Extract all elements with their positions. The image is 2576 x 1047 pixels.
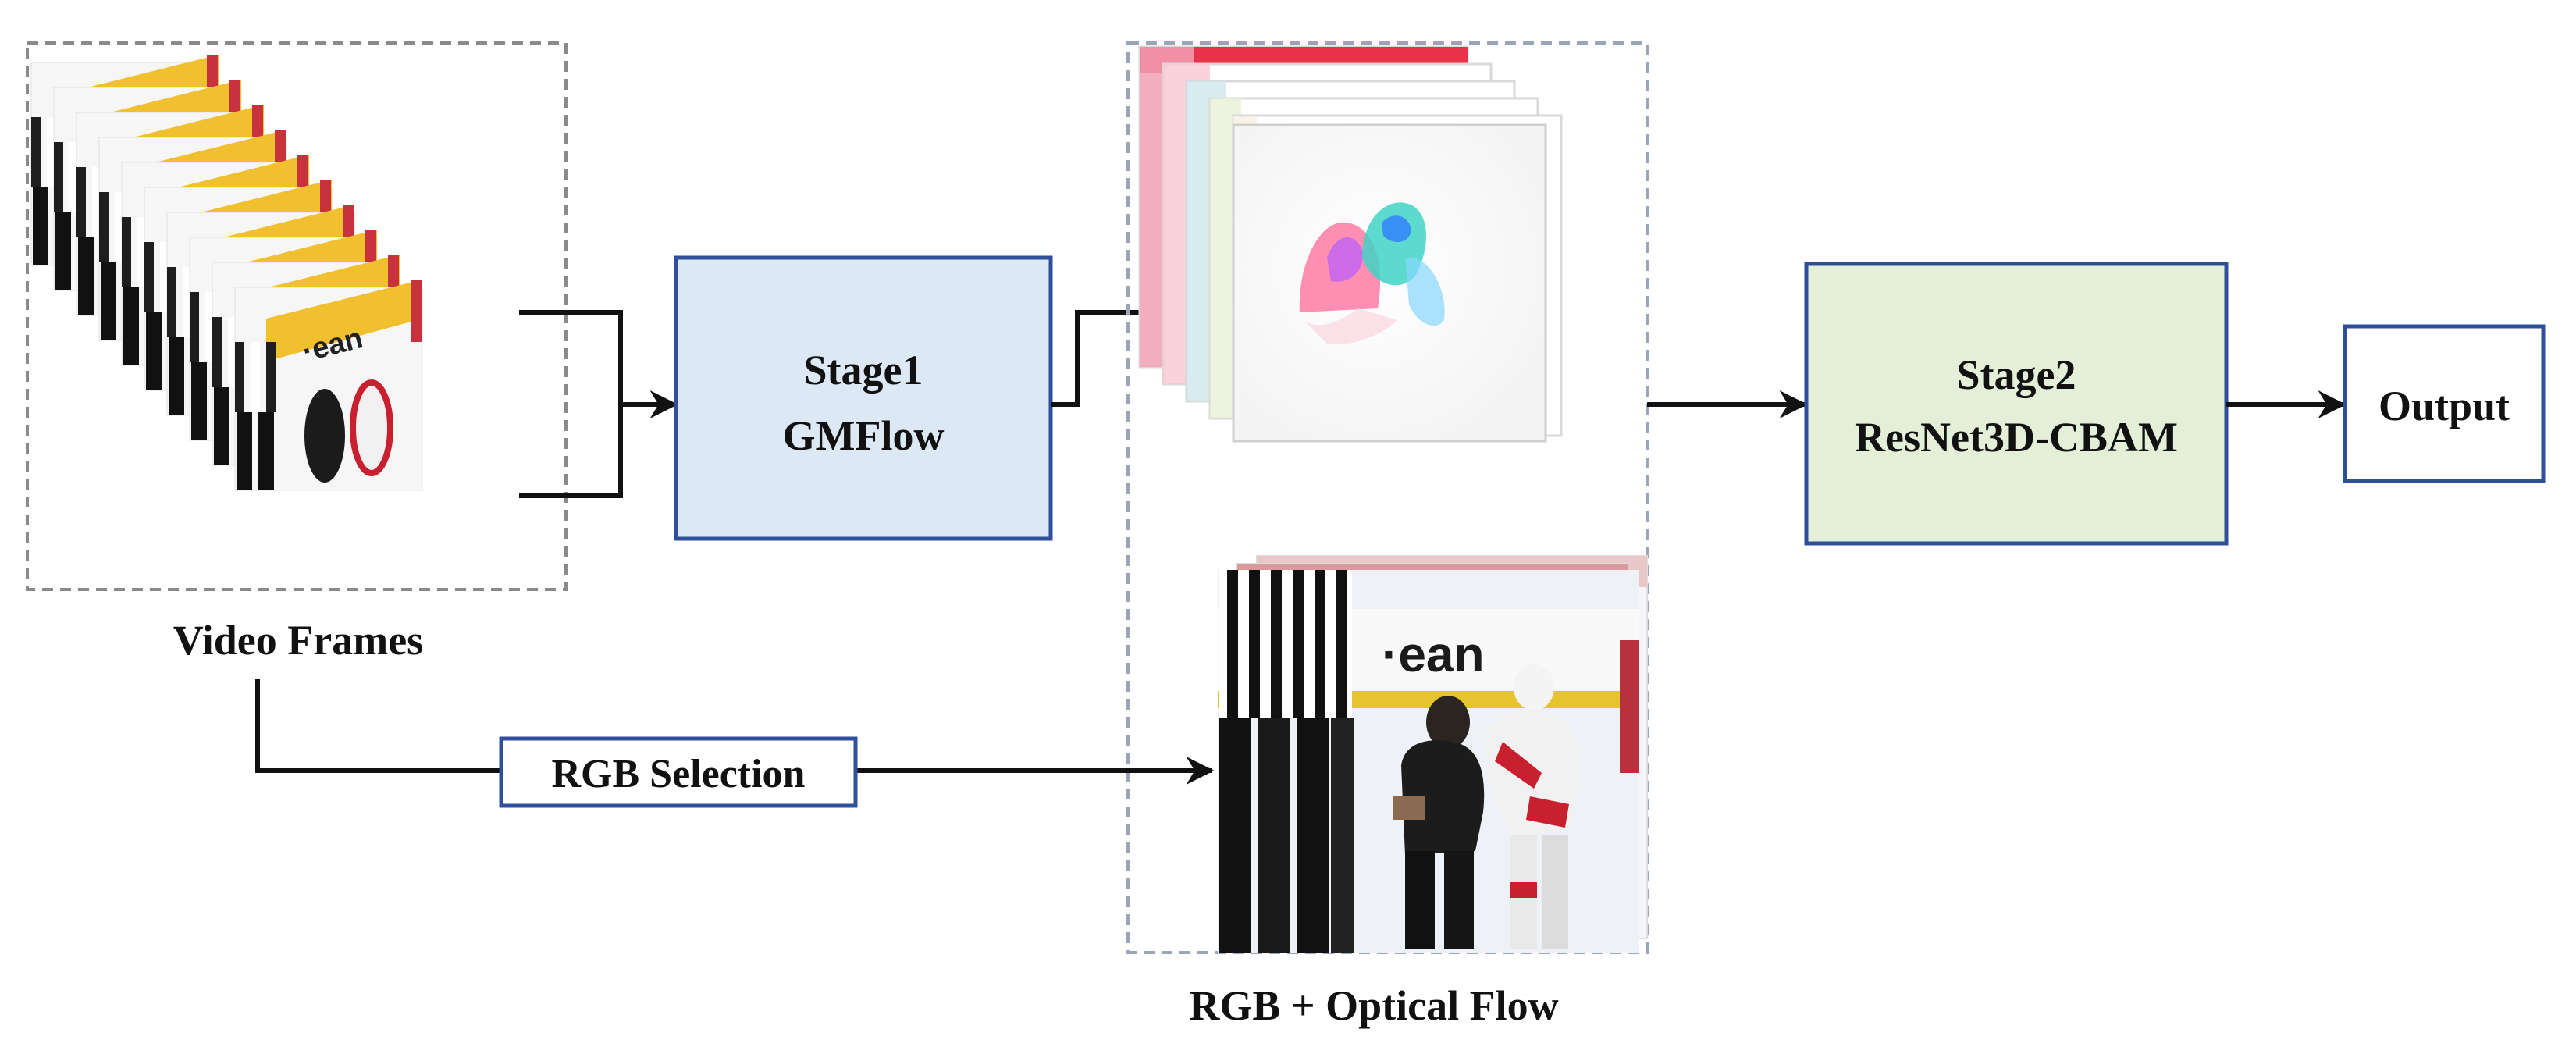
rgb-optical-flow-group: ·ean xyxy=(1126,41,1649,954)
video-frame-stack: ·ean·ean·ean·ean·ean·ean·ean·ean·ean·ean xyxy=(30,55,423,491)
stage1-title: Stage1 xyxy=(804,347,923,394)
output-box: Output xyxy=(2343,324,2546,483)
video-frames-group: ·ean·ean·ean·ean·ean·ean·ean·ean·ean·ean xyxy=(26,41,568,591)
stage2-title: Stage2 xyxy=(1957,351,2076,398)
rgb-optical-flow-label: RGB + Optical Flow xyxy=(1189,982,1558,1029)
svg-text:·ean: ·ean xyxy=(1382,626,1485,682)
frame-player-red xyxy=(350,379,393,476)
output-box-rect xyxy=(2343,324,2546,483)
stage1-box-rect xyxy=(674,255,1053,541)
frame-player-black xyxy=(304,389,345,483)
optical-flow-blob xyxy=(1299,202,1445,344)
stage2-subtitle: ResNet3D-CBAM xyxy=(1855,414,2178,461)
stage1-subtitle: GMFlow xyxy=(783,412,945,459)
stage2-box: Stage2 ResNet3D-CBAM xyxy=(1804,262,2229,546)
black-player-figure xyxy=(1393,696,1485,949)
referee-figure xyxy=(1219,570,1354,953)
optical-flow-stack xyxy=(1138,45,1563,443)
video-frames-label: Video Frames xyxy=(173,617,423,664)
rgb-selection-arrow xyxy=(255,679,1215,785)
stage2-box-rect xyxy=(1804,262,2229,546)
rgb-front-frame: ·ean xyxy=(1218,570,1639,953)
rgb-frame-stack: ·ean xyxy=(1218,555,1648,953)
rgb-selection-label: RGB Selection xyxy=(552,752,806,796)
video-frames-dashed-border xyxy=(26,41,568,591)
stage1-box: Stage1 GMFlow xyxy=(674,255,1053,541)
rgb-selection-box: RGB Selection xyxy=(499,736,858,808)
output-label: Output xyxy=(2379,383,2510,429)
frames-to-stage1-arrow xyxy=(519,310,675,498)
red-player-figure xyxy=(1486,664,1579,949)
rgb-selection-box-rect xyxy=(499,736,858,808)
